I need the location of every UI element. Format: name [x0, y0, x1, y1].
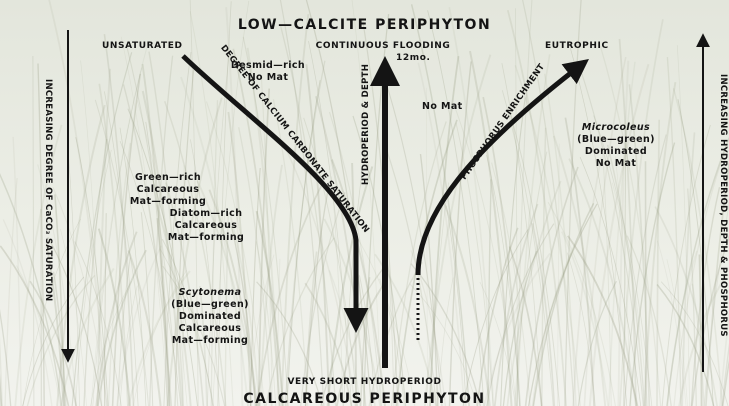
header-unsaturated: UNSATURATED [102, 42, 183, 51]
diatom-rich-label: Diatom—rich Calcareous Mat—forming [141, 208, 271, 244]
no-mat-label: No Mat [422, 101, 463, 113]
header-continuous-flooding: CONTINUOUS FLOODING [283, 42, 483, 51]
title-top: LOW—CALCITE PERIPHYTON [0, 18, 729, 32]
green-rich-label: Green—rich Calcareous Mat—forming [108, 172, 228, 208]
right-side-axis-label: INCREASING HYDROPERIOD, DEPTH & PHOSPHOR… [718, 74, 728, 284]
center-axis-label: HYDROPERIOD & DEPTH [361, 65, 371, 185]
header-12mo: 12mo. [396, 54, 431, 63]
left-side-axis-label: INCREASING DEGREE OF CaCO₃ SATURATION [43, 79, 53, 279]
subtitle-very-short-hydroperiod: VERY SHORT HYDROPERIOD [0, 378, 729, 387]
scytonema-label: Scytonema (Blue—green) Dominated Calcare… [145, 287, 275, 347]
header-eutrophic: EUTROPHIC [545, 42, 609, 51]
title-bottom: CALCAREOUS PERIPHYTON [0, 392, 729, 406]
microcoleus-label: Microcoleus (Blue—green) Dominated No Ma… [556, 122, 676, 170]
